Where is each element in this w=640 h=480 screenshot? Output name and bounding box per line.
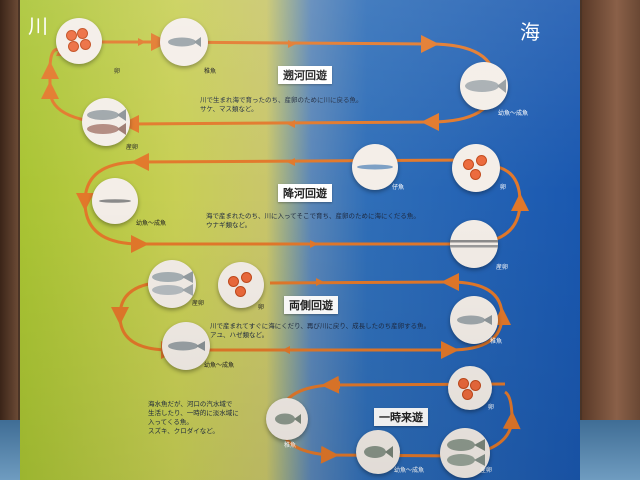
section-description: 川で産まれてすぐに海にくだり、再び川に戻り、成長したのち産卵する魚。 アユ、ハゼ… [210,322,431,339]
label-fry: 稚魚 [284,442,297,449]
fish-icon [465,79,506,93]
section-title: 降河回遊 [278,184,332,202]
section-description: 海で産まれたのち、川に入ってそこで育ち、産卵のために海にくだる魚。 ウナギ類など… [206,212,420,229]
fish-icon [457,315,492,325]
label-fry: 仔魚 [392,184,405,191]
label-egg: 卵 [500,184,507,191]
circle-spawning [440,428,490,478]
label-spawning: 産卵 [126,144,139,151]
fish-icon [152,271,193,296]
label-juvenile-adult: 幼魚～成魚 [136,220,167,227]
eel-icon [357,164,393,170]
circle-eggs [56,18,102,64]
section-title: 一時来遊 [374,408,428,426]
circle-juvenile-adult [356,430,400,474]
loop-anadromous [40,32,505,133]
eggs-icon [461,155,491,181]
corner-label-river: 川 [28,14,48,38]
section-title: 両側回遊 [284,296,338,314]
circle-spawning [148,260,196,308]
label-egg: 卵 [258,304,265,311]
fish-icon [364,446,393,458]
circle-fry [266,398,308,440]
section-description: 海水魚だが、河口の汽水域で 生活したり、一時的に淡水域に 入ってくる魚。 スズキ… [148,400,239,435]
circle-spawning [82,98,130,146]
label-juvenile-adult: 幼魚～成魚 [498,110,529,117]
section-description: 川で生まれ海で育ったのち、産卵のために川に戻る魚。 サケ、マス類など。 [200,96,363,113]
eel-icon [99,199,131,203]
fish-icon [447,439,485,466]
eggs-icon [226,272,256,298]
circle-eggs [448,366,492,410]
label-egg: 卵 [114,68,121,75]
label-fry: 稚魚 [204,68,217,75]
label-egg: 卵 [488,404,495,411]
eggs-icon [456,376,484,400]
fish-icon [168,37,201,47]
circle-fry [160,18,208,66]
circle-juvenile-adult [460,62,508,110]
circle-juvenile-adult [92,178,138,224]
fish-icon [275,413,301,425]
label-juvenile-adult: 幼魚～成魚 [394,467,425,474]
label-spawning: 産卵 [192,300,205,307]
loop-catadromous [76,152,529,254]
corner-label-sea: 海 [520,20,540,44]
circle-juvenile-adult [162,322,210,370]
circle-eggs [452,144,500,192]
fish-icon [87,109,126,135]
label-spawning: 産卵 [480,467,493,474]
wall-frame-left [0,0,18,480]
circle-fry [352,144,398,190]
fish-icon [168,341,205,351]
circle-fry [450,296,498,344]
circle-eggs [218,262,264,308]
circle-spawning [450,220,498,268]
label-spawning: 産卵 [496,264,509,271]
section-title: 遡河回遊 [278,66,332,84]
eel-icon [450,240,498,248]
wall-frame-right [582,0,640,480]
migration-panel: 川 海 卵 稚魚 遡河回遊 幼魚～成魚 川で生まれ海で育ったのち、産卵のために川… [20,0,580,480]
loop-amphidromous [110,272,511,360]
label-fry: 稚魚 [490,338,503,345]
eggs-icon [64,28,94,54]
label-juvenile-adult: 幼魚～成魚 [204,362,235,369]
